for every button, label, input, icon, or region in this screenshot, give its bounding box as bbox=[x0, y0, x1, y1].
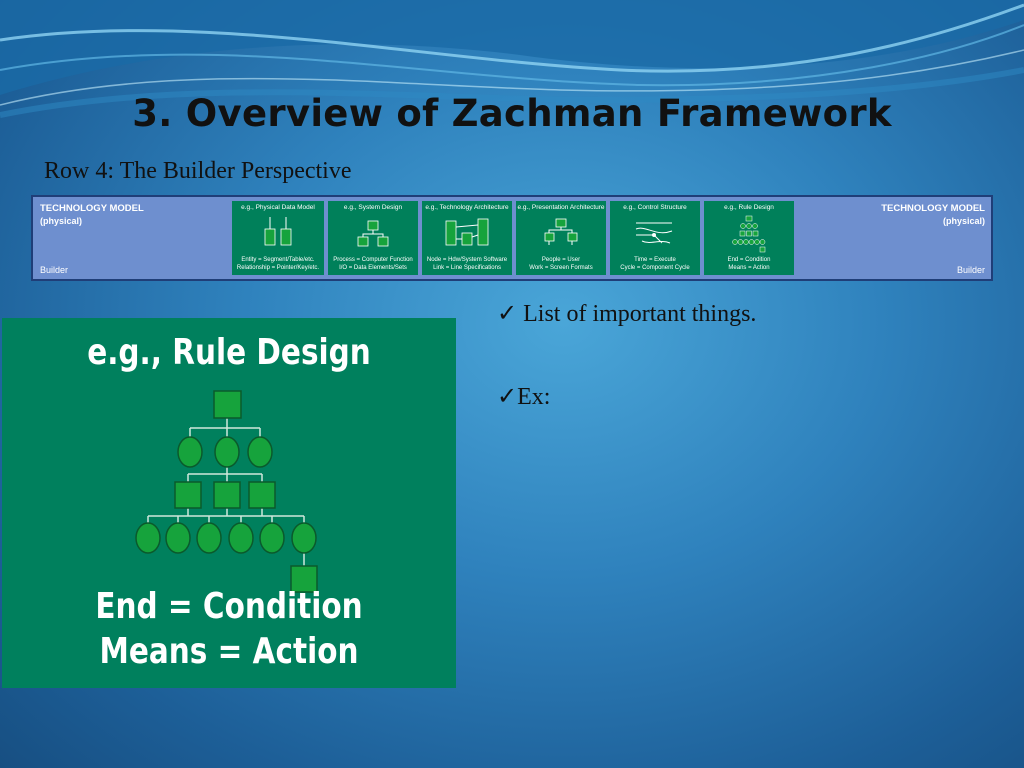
feature-line-end: End = Condition bbox=[95, 586, 363, 627]
cell-system-design: e.g., System Design Process = Computer F… bbox=[328, 201, 418, 275]
cell-title: e.g., Technology Architecture bbox=[425, 204, 509, 211]
bullet-text: List of important things. bbox=[517, 301, 757, 327]
strip-right-role: Builder bbox=[956, 265, 985, 275]
header-wave-decoration bbox=[0, 0, 1024, 118]
checkmark-icon: ✓ bbox=[497, 301, 518, 327]
rule-design-diagram bbox=[135, 390, 318, 593]
cell-caption: Entity = Segment/Table/etc. Relationship… bbox=[236, 257, 320, 271]
data-model-icon bbox=[264, 217, 292, 246]
cell-caption: Process = Computer Function I/O = Data E… bbox=[333, 257, 413, 271]
cell-title: e.g., Control Structure bbox=[623, 204, 687, 211]
bullet-item: ✓ List of important things. bbox=[497, 299, 756, 328]
presentation-architecture-icon bbox=[544, 218, 578, 245]
cell-title: e.g., Physical Data Model bbox=[241, 204, 315, 211]
slide-title: 3. Overview of Zachman Framework bbox=[132, 92, 892, 135]
cell-caption: End = Condition Means = Action bbox=[727, 257, 771, 271]
bullet-text: Ex: bbox=[517, 384, 551, 410]
cell-control-structure: e.g., Control Structure Time = Execute C… bbox=[610, 201, 700, 275]
strip-right-title: TECHNOLOGY MODEL bbox=[881, 203, 985, 214]
control-structure-icon bbox=[635, 222, 673, 244]
strip-left-subtitle: (physical) bbox=[40, 216, 83, 226]
cell-caption: Node = Hdw/System Software Link = Line S… bbox=[426, 257, 508, 271]
system-design-icon bbox=[357, 220, 389, 247]
cell-title: e.g., Rule Design bbox=[724, 204, 774, 211]
cell-rule-design: e.g., Rule Design End = Condition Means … bbox=[704, 201, 794, 275]
rule-design-icon bbox=[732, 215, 766, 253]
cell-title: e.g., System Design bbox=[343, 204, 403, 211]
framework-row-strip: TECHNOLOGY MODEL (physical) Builder TECH… bbox=[31, 195, 993, 281]
feature-line-means: Means = Action bbox=[99, 631, 359, 672]
cell-caption: People = User Work = Screen Formats bbox=[529, 257, 593, 271]
technology-architecture-icon bbox=[445, 218, 489, 246]
rule-design-feature-panel: e.g., Rule Design bbox=[2, 318, 456, 688]
cell-title: e.g., Presentation Architecture bbox=[517, 204, 605, 211]
slide-subtitle: Row 4: The Builder Perspective bbox=[44, 158, 352, 184]
cell-presentation-architecture: e.g., Presentation Architecture People =… bbox=[516, 201, 606, 275]
cell-technology-architecture: e.g., Technology Architecture Node = Hdw… bbox=[422, 201, 512, 275]
bullet-item: ✓Ex: bbox=[497, 382, 550, 411]
cell-caption: Time = Execute Cycle = Component Cycle bbox=[620, 257, 690, 271]
strip-right-subtitle: (physical) bbox=[942, 216, 985, 226]
feature-title: e.g., Rule Design bbox=[87, 332, 371, 373]
strip-left-role: Builder bbox=[40, 265, 69, 275]
checkmark-icon: ✓ bbox=[497, 384, 518, 410]
strip-left-title: TECHNOLOGY MODEL bbox=[40, 203, 144, 214]
cell-physical-data-model: e.g., Physical Data Model Entity = Segme… bbox=[232, 201, 324, 275]
